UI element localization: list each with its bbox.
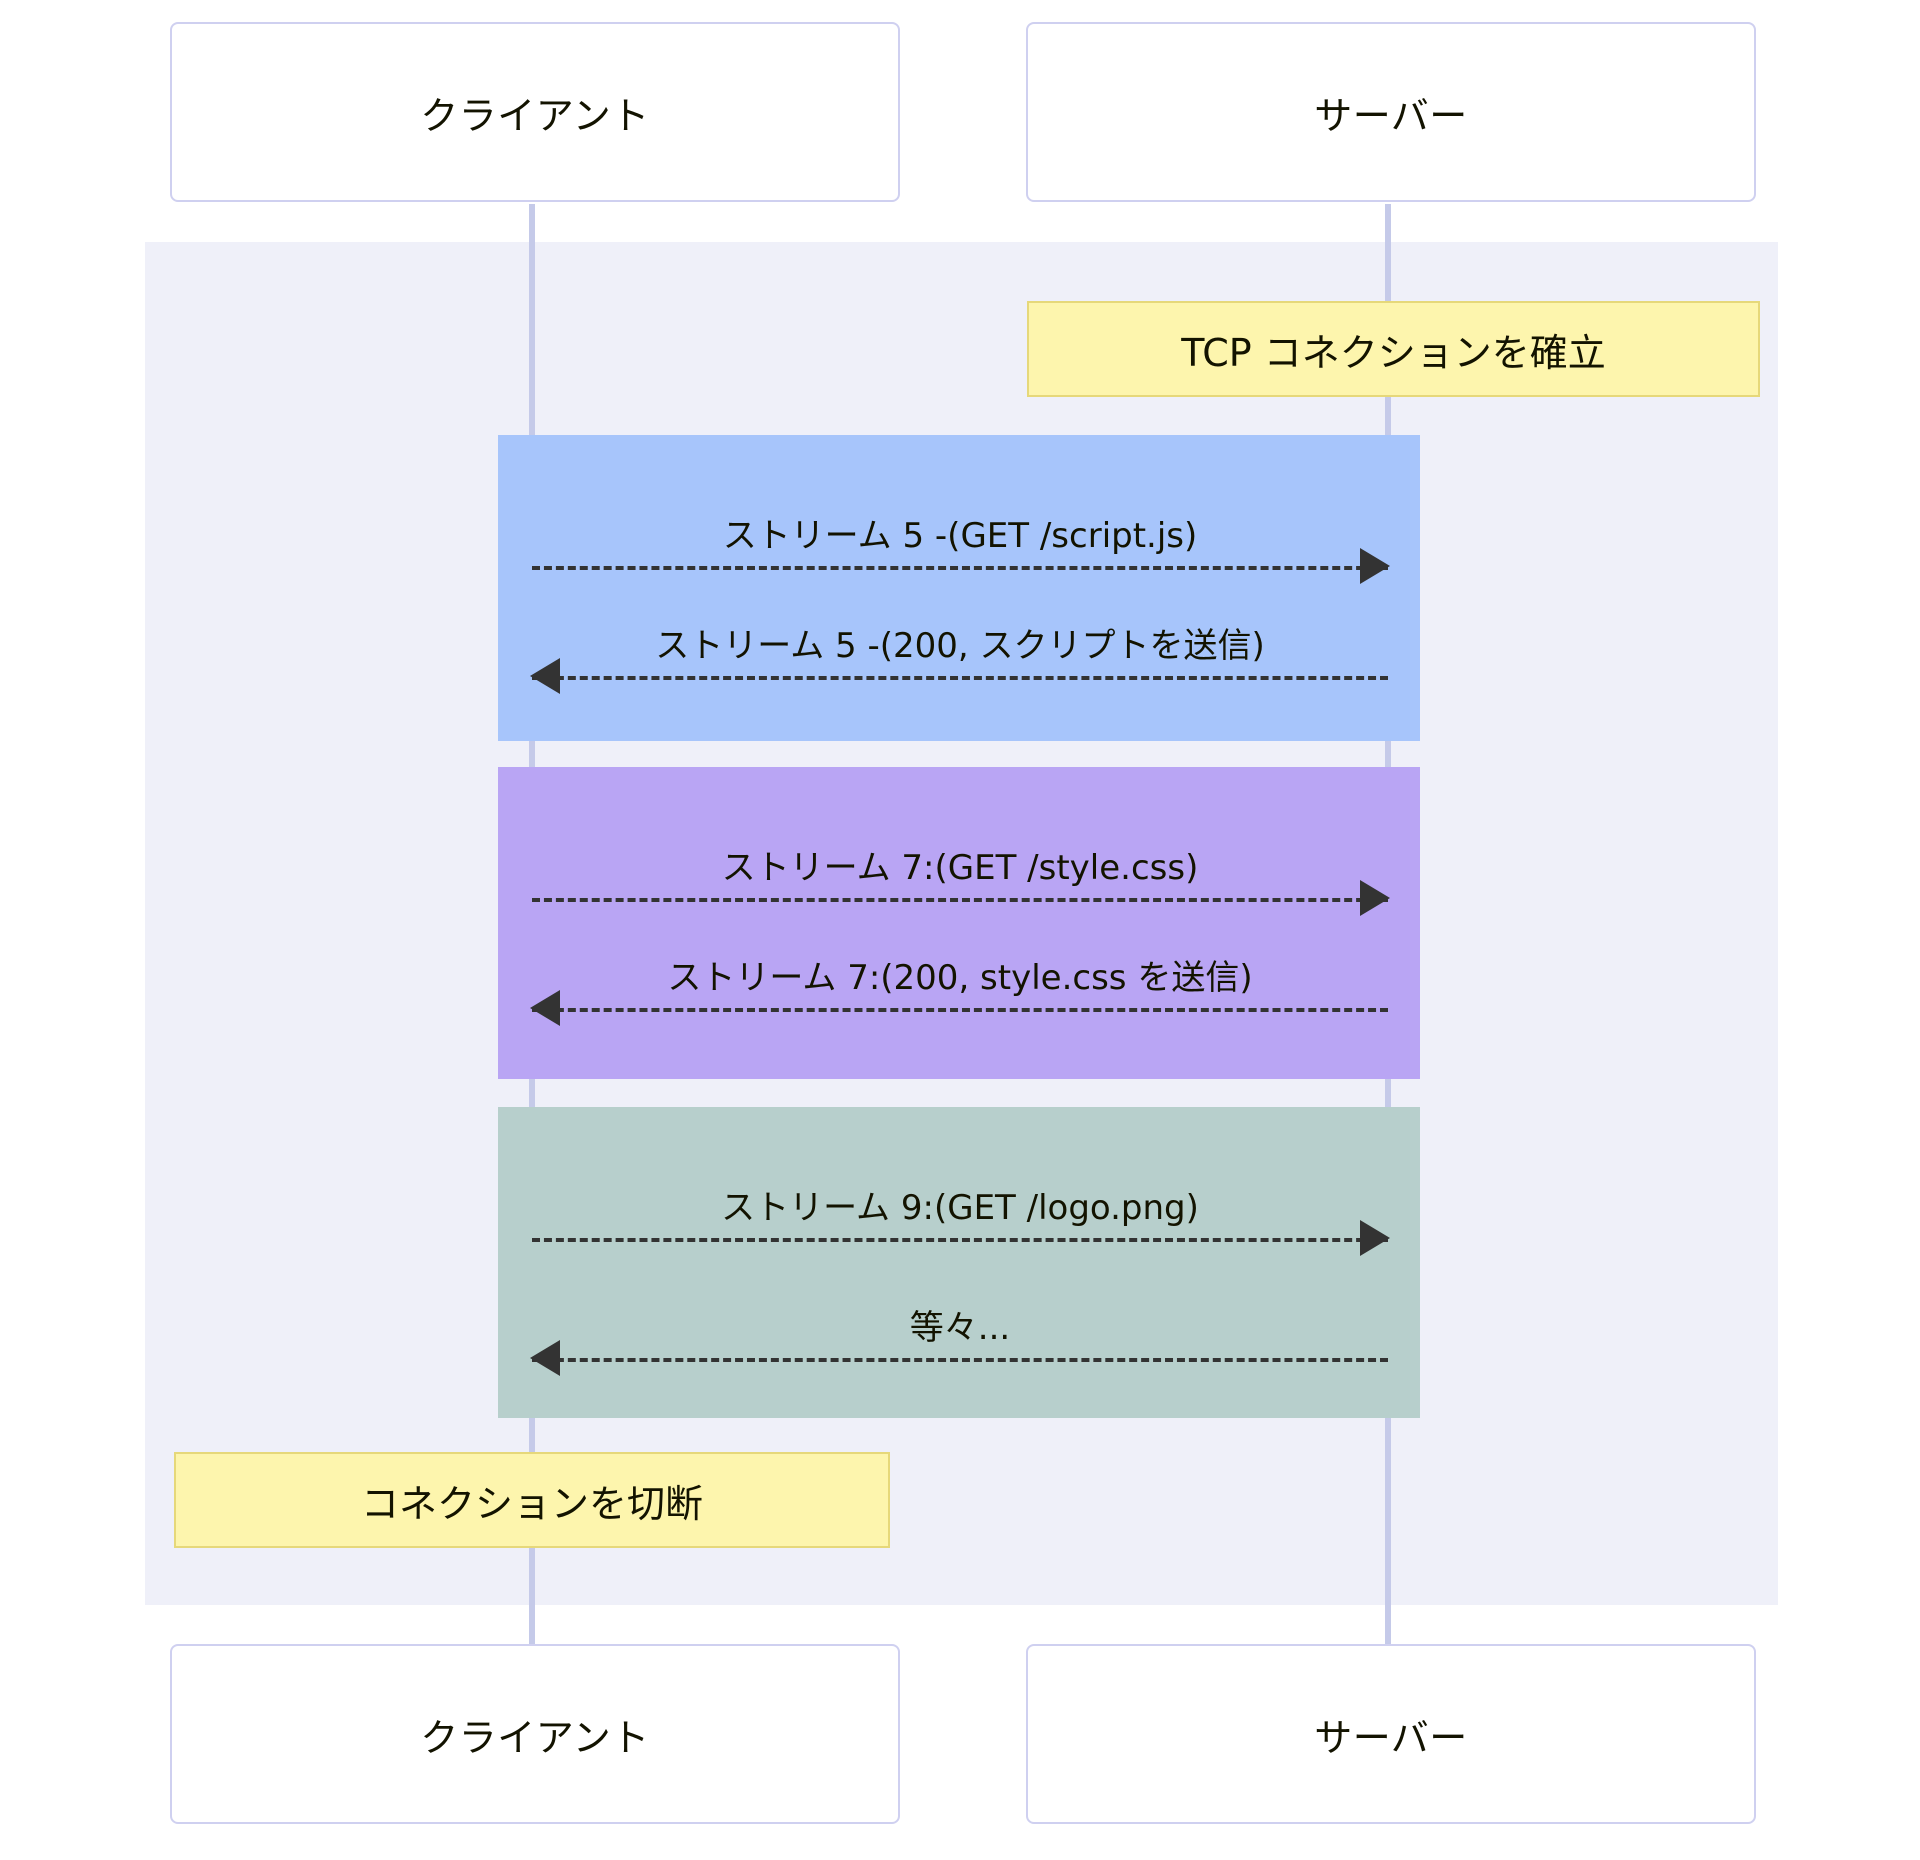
message-line-dashed: [532, 1358, 1388, 1362]
message-stream-9-request: ストリーム 9:(GET /logo.png): [532, 1180, 1390, 1256]
participant-server-bottom[interactable]: サーバー: [1026, 1644, 1756, 1824]
message-line-dashed: [532, 676, 1388, 680]
message-etc-response-label: 等々...: [909, 1308, 1011, 1348]
participant-client-top-label: クライアント: [420, 93, 650, 138]
block-stream-7: [498, 767, 1420, 1079]
message-stream-5-request: ストリーム 5 -(GET /script.js): [532, 508, 1390, 584]
message-line-dashed: [532, 1238, 1388, 1242]
message-stream-7-response: ストリーム 7:(200, style.css を送信): [530, 950, 1388, 1026]
participant-server-top-label: サーバー: [1314, 93, 1468, 138]
note-tcp-connect-label: TCP コネクションを確立: [1181, 330, 1606, 375]
note-disconnect-label: コネクションを切断: [360, 1481, 703, 1526]
message-stream-5-response: ストリーム 5 -(200, スクリプトを送信): [530, 618, 1388, 694]
participant-client-bottom[interactable]: クライアント: [170, 1644, 900, 1824]
participant-client-top[interactable]: クライアント: [170, 22, 900, 202]
message-stream-7-request-label: ストリーム 7:(GET /style.css): [721, 848, 1199, 888]
arrowhead-right-icon: [1360, 548, 1390, 584]
note-disconnect: コネクションを切断: [174, 1452, 890, 1548]
message-line-dashed: [532, 566, 1388, 570]
participant-server-bottom-label: サーバー: [1314, 1715, 1468, 1760]
message-line-dashed: [532, 898, 1388, 902]
arrowhead-right-icon: [1360, 1220, 1390, 1256]
arrowhead-left-icon: [530, 1340, 560, 1376]
message-etc-response: 等々...: [530, 1300, 1388, 1376]
arrowhead-left-icon: [530, 990, 560, 1026]
arrowhead-left-icon: [530, 658, 560, 694]
message-stream-7-response-label: ストリーム 7:(200, style.css を送信): [667, 958, 1253, 998]
message-stream-5-response-label: ストリーム 5 -(200, スクリプトを送信): [655, 626, 1265, 666]
message-stream-9-request-label: ストリーム 9:(GET /logo.png): [721, 1188, 1199, 1228]
participant-server-top[interactable]: サーバー: [1026, 22, 1756, 202]
message-line-dashed: [532, 1008, 1388, 1012]
note-tcp-connect: TCP コネクションを確立: [1027, 301, 1760, 397]
block-stream-5: [498, 435, 1420, 741]
arrowhead-right-icon: [1360, 880, 1390, 916]
message-stream-5-request-label: ストリーム 5 -(GET /script.js): [722, 516, 1198, 556]
participant-client-bottom-label: クライアント: [420, 1715, 650, 1760]
message-stream-7-request: ストリーム 7:(GET /style.css): [532, 840, 1390, 916]
block-stream-9: [498, 1107, 1420, 1418]
